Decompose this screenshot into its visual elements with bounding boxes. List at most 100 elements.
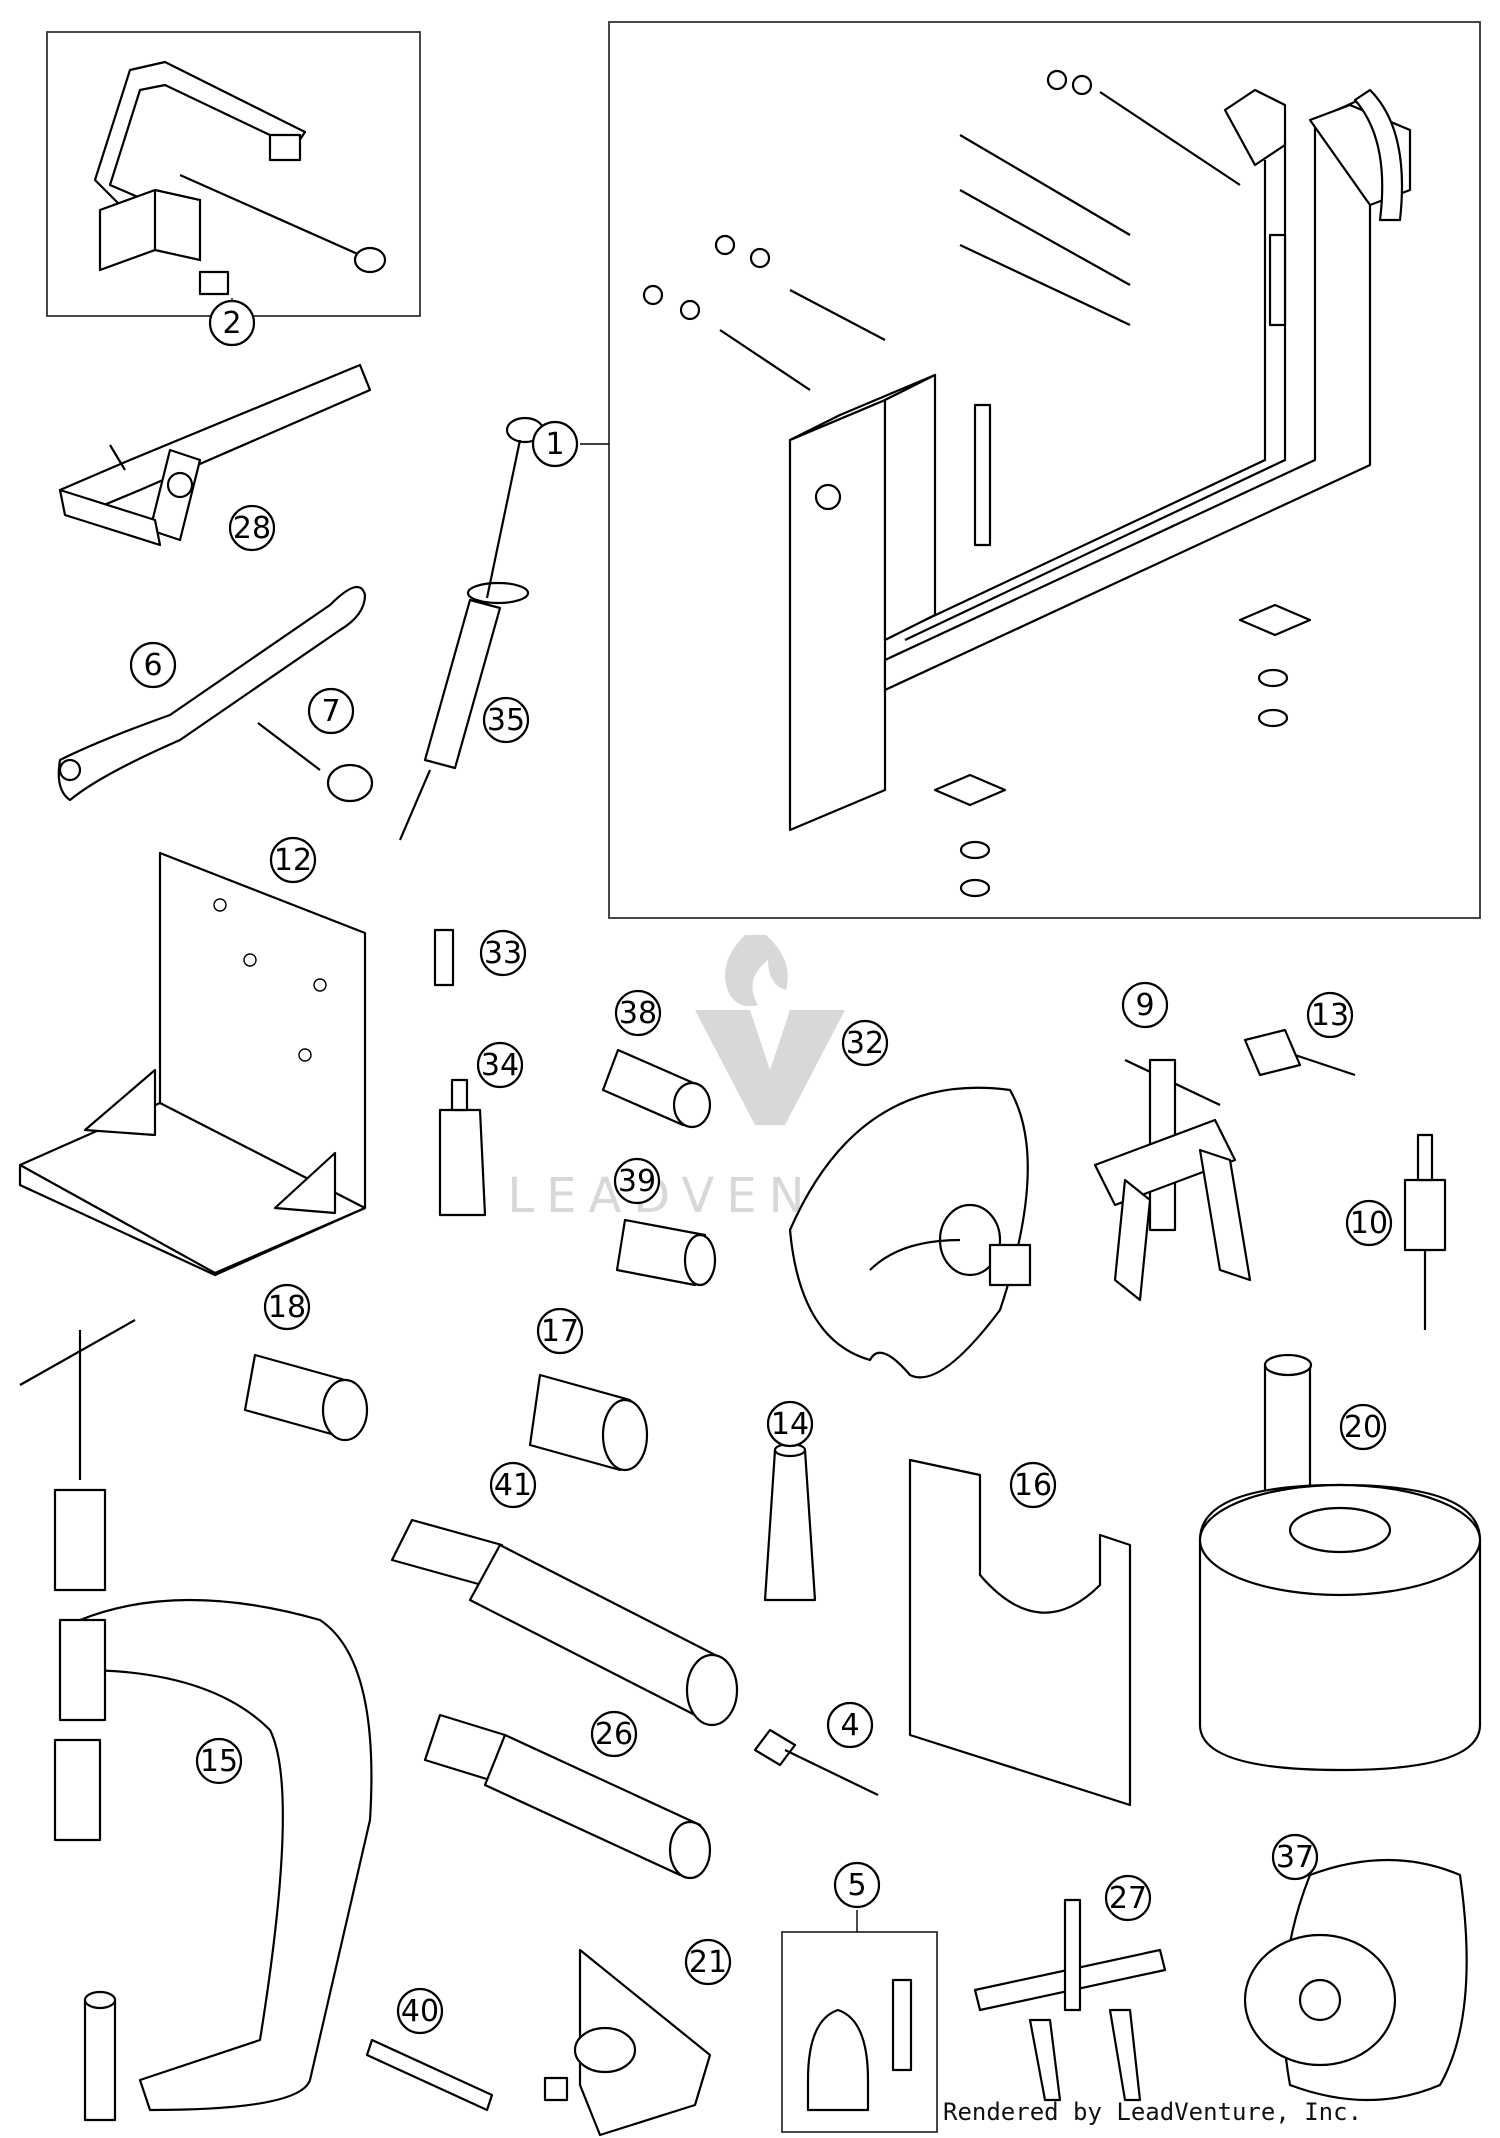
callout-37: 37 <box>1271 1833 1319 1881</box>
part-21-plate <box>543 1948 712 2137</box>
callout-12: 12 <box>269 836 317 884</box>
callout-circle <box>489 1461 537 1509</box>
callout-label: 17 <box>541 1314 579 1349</box>
callout-label: 12 <box>274 843 312 878</box>
callout-15: 15 <box>195 1737 243 1785</box>
callout-label: 39 <box>618 1164 656 1199</box>
part-27-puller <box>973 1898 1167 2102</box>
callout-20: 20 <box>1339 1403 1387 1451</box>
part-1-frame-box <box>608 21 1481 919</box>
part-41-drift <box>390 1518 739 1727</box>
callout-27: 27 <box>1104 1874 1152 1922</box>
callout-circle <box>1345 1199 1393 1247</box>
callout-label: 27 <box>1109 1881 1147 1916</box>
callout-label: 5 <box>847 1868 866 1903</box>
part-34-bottle <box>438 1078 487 1217</box>
callout-10: 10 <box>1345 1199 1393 1247</box>
part-15-compressor <box>19 1319 373 2122</box>
callout-label: 40 <box>401 1994 439 2029</box>
part-37-block <box>1243 1858 1468 2102</box>
part-33-brush <box>433 928 455 987</box>
callout-label: 26 <box>595 1717 633 1752</box>
callout-label: 32 <box>846 1026 884 1061</box>
callout-label: 21 <box>689 1945 727 1980</box>
callout-label: 9 <box>1135 988 1154 1023</box>
callout-label: 16 <box>1014 1468 1052 1503</box>
callout-circle <box>482 696 530 744</box>
callout-circle <box>613 1157 661 1205</box>
callout-41: 41 <box>489 1461 537 1509</box>
callout-21: 21 <box>684 1938 732 1986</box>
part-7-screw <box>257 722 374 803</box>
callout-28: 28 <box>228 504 276 552</box>
part-32-disc <box>788 1086 1032 1379</box>
callout-39: 39 <box>613 1157 661 1205</box>
callout-circle <box>269 836 317 884</box>
callout-label: 38 <box>619 996 657 1031</box>
callout-label: 37 <box>1276 1840 1314 1875</box>
part-1-engine-stand <box>580 21 1481 919</box>
credit-text: Rendered by LeadVenture, Inc. <box>943 2098 1363 2126</box>
callout-label: 15 <box>200 1744 238 1779</box>
callout-label: 20 <box>1344 1410 1382 1445</box>
callout-26: 26 <box>590 1710 638 1758</box>
callout-label: 28 <box>233 511 271 546</box>
part-9-puller <box>1093 1058 1252 1302</box>
callout-label: 1 <box>545 427 564 462</box>
callout-32: 32 <box>841 1019 889 1067</box>
callout-label: 6 <box>143 648 162 683</box>
part-10-hammer <box>1403 1133 1447 1330</box>
callout-35: 35 <box>482 696 530 744</box>
callout-7: 7 <box>307 687 355 735</box>
callout-circle <box>614 989 662 1037</box>
callout-33: 33 <box>479 929 527 977</box>
callout-18: 18 <box>263 1283 311 1331</box>
callout-circle <box>531 420 579 468</box>
callout-9: 9 <box>1121 981 1169 1029</box>
callout-circle <box>228 504 276 552</box>
callout-circle <box>1121 981 1169 1029</box>
callout-label: 34 <box>481 1048 519 1083</box>
part-18-adapter <box>243 1353 369 1442</box>
part-12-bracket <box>18 851 367 1277</box>
part-13-knob <box>1243 1028 1356 1077</box>
callout-label: 41 <box>494 1468 532 1503</box>
part-35-syringe <box>398 416 545 841</box>
part-40-threaded-rod <box>365 2038 494 2112</box>
callout-14: 14 <box>766 1400 814 1448</box>
callout-circle <box>307 687 355 735</box>
part-4-key <box>753 1728 879 1796</box>
part-14-insert <box>763 1442 817 1602</box>
part-17-sleeve <box>528 1373 649 1472</box>
callout-2: 2 <box>208 299 256 347</box>
callout-circle <box>833 1861 881 1909</box>
callout-circle <box>590 1710 638 1758</box>
callout-label: 13 <box>1311 998 1349 1033</box>
callout-label: 2 <box>222 306 241 341</box>
callout-label: 14 <box>771 1407 809 1442</box>
part-39-sleeve <box>615 1218 717 1287</box>
part-2-holder <box>46 31 421 317</box>
callout-circle <box>1104 1874 1152 1922</box>
callout-label: 10 <box>1350 1206 1388 1241</box>
callout-label: 7 <box>321 694 340 729</box>
callout-6: 6 <box>129 641 177 689</box>
part-16-block <box>908 1458 1132 1807</box>
callout-circle <box>195 1737 243 1785</box>
callout-circle <box>263 1283 311 1331</box>
callout-13: 13 <box>1306 991 1354 1039</box>
callout-circle <box>479 929 527 977</box>
part-28-tool <box>58 363 372 547</box>
part-38-sleeve <box>601 1048 712 1129</box>
callout-circle <box>396 1987 444 2035</box>
callout-circle <box>1339 1403 1387 1451</box>
part-5-set <box>781 1910 938 2133</box>
callout-40: 40 <box>396 1987 444 2035</box>
callout-label: 35 <box>487 703 525 738</box>
callout-circle <box>129 641 177 689</box>
callout-circle <box>1009 1461 1057 1509</box>
callout-label: 4 <box>840 1708 859 1743</box>
part-6-lever <box>57 585 367 802</box>
